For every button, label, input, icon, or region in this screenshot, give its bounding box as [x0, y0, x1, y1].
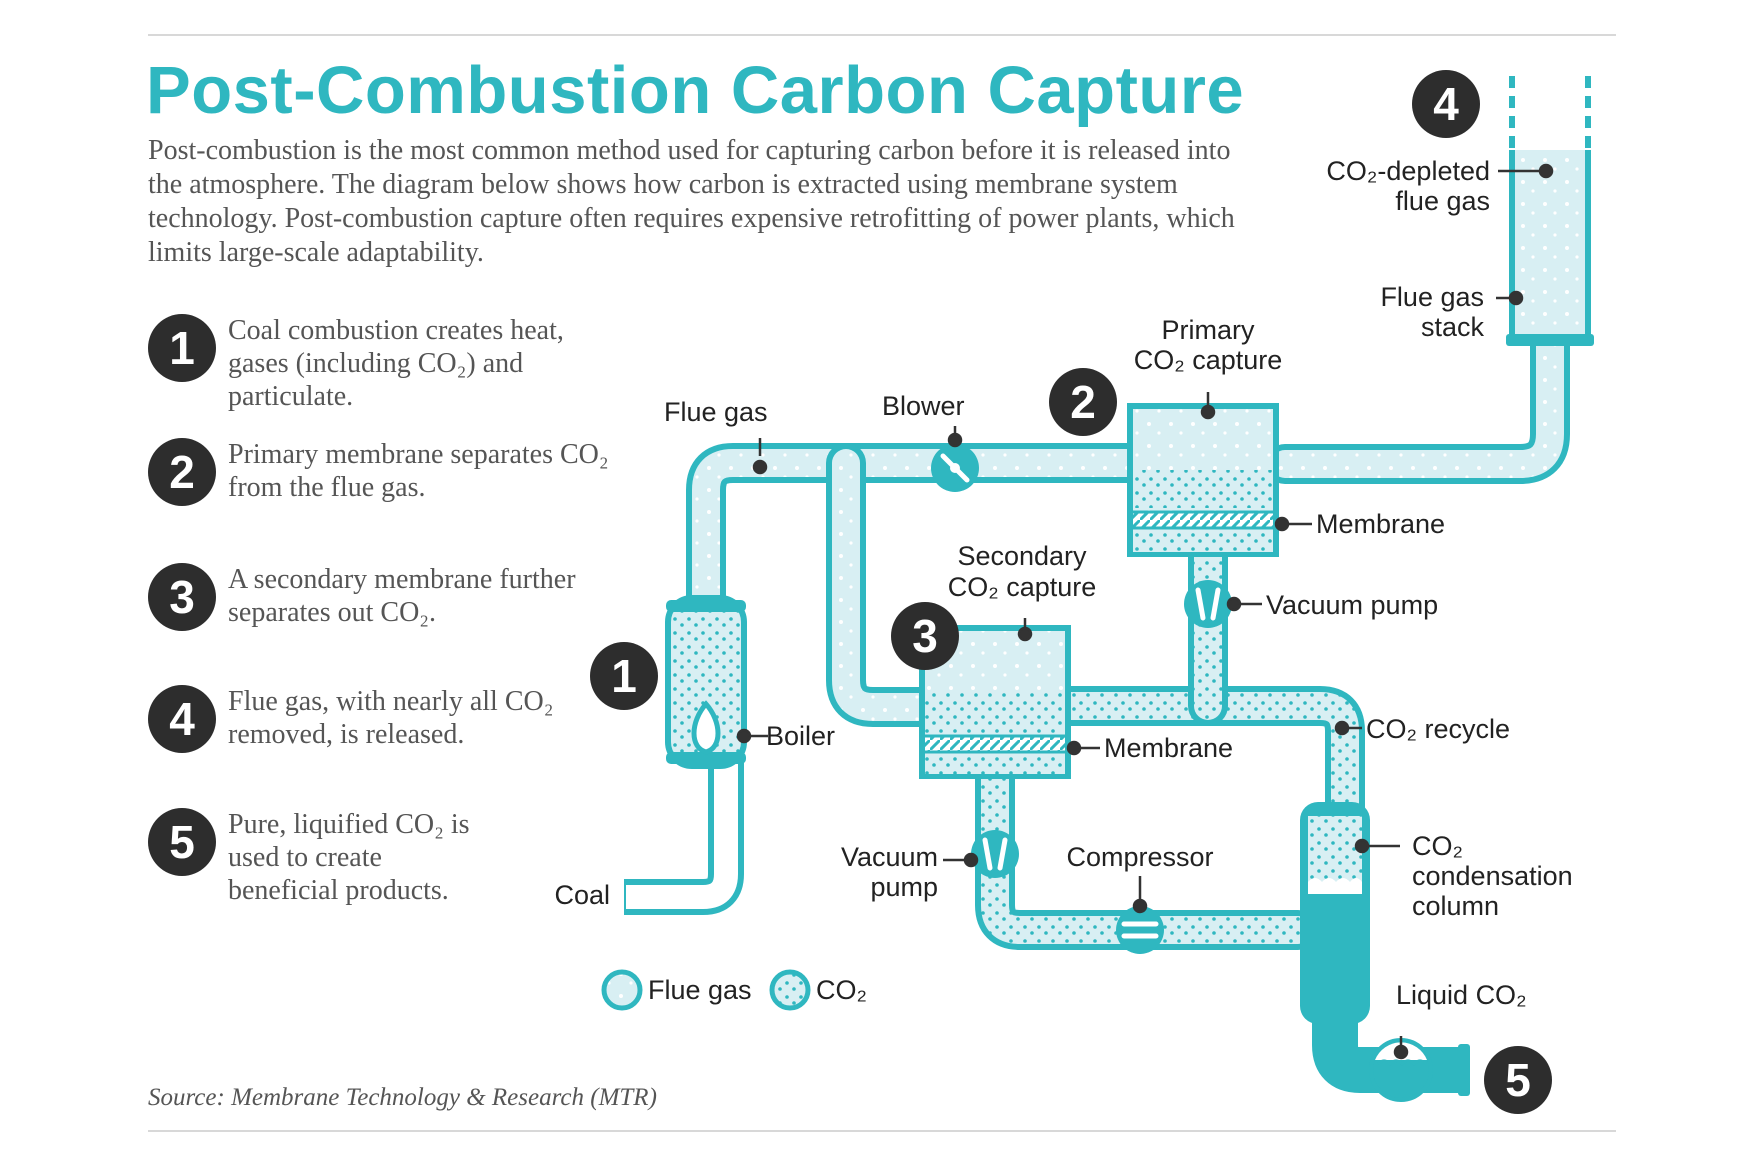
step-1-badge: 1 — [148, 314, 216, 382]
label-blower: Blower — [882, 391, 965, 421]
legend-co2-label: CO₂ — [816, 975, 867, 1005]
legend-co2-icon — [769, 969, 811, 1011]
step-2: 2 Primary membrane separates CO₂ from th… — [148, 438, 708, 518]
label-boiler: Boiler — [766, 721, 835, 751]
label-primary-capture-1: Primary — [1162, 315, 1255, 345]
secondary-membrane — [925, 736, 1065, 752]
compressor-icon — [1116, 906, 1164, 954]
step-4: 4 Flue gas, with nearly all CO₂ removed,… — [148, 685, 708, 765]
badge-4: 4 — [1412, 70, 1480, 138]
step-3-badge: 3 — [148, 563, 216, 631]
diagram-badges: 1 2 3 4 5 — [590, 70, 1552, 1114]
label-depleted-2: flue gas — [1395, 186, 1490, 216]
step-3-text: A secondary membrane further separates o… — [228, 564, 576, 628]
liquid-outlet-pipe — [1312, 1010, 1462, 1093]
legend-flue-gas-icon — [601, 969, 643, 1011]
label-co2-condensation-2: condensation — [1412, 861, 1573, 891]
primary-membrane — [1133, 512, 1273, 528]
legend: Flue gas CO₂ — [601, 969, 867, 1011]
condensation-column — [1300, 802, 1370, 1024]
step-4-text: Flue gas, with nearly all CO₂ removed, i… — [228, 686, 554, 750]
legend-flue-gas-label: Flue gas — [648, 975, 752, 1005]
badge-3: 3 — [891, 602, 959, 670]
stack — [1506, 76, 1594, 346]
step-2-text: Primary membrane separates CO₂ from the … — [228, 439, 609, 503]
coal-pipe — [624, 760, 744, 915]
step-3: 3 A secondary membrane further separates… — [148, 563, 708, 643]
primary-capture-unit — [1127, 403, 1279, 557]
label-co2-recycle: CO₂ recycle — [1366, 714, 1510, 744]
step-1-text: Coal combustion creates heat, gases (inc… — [228, 315, 564, 412]
blower-icon — [931, 444, 979, 492]
pipes — [624, 320, 1570, 1093]
label-stack-1: Flue gas — [1380, 282, 1484, 312]
svg-text:1: 1 — [611, 650, 637, 702]
diagram-labels: Flue gas Blower Primary CO₂ capture Memb… — [554, 156, 1572, 1010]
svg-text:2: 2 — [1070, 376, 1096, 428]
step-5: 5 Pure, liquified CO₂ is used to create … — [148, 808, 708, 906]
badge-2: 2 — [1049, 368, 1117, 436]
badge-1: 1 — [590, 642, 658, 710]
label-primary-capture-2: CO₂ capture — [1134, 345, 1283, 375]
label-secondary-capture-2: CO₂ capture — [948, 572, 1097, 602]
svg-text:4: 4 — [1433, 78, 1459, 130]
label-co2-condensation-3: column — [1412, 891, 1499, 921]
primary-vacuum-pump-icon — [1184, 580, 1232, 628]
source-note: Source: Membrane Technology & Research (… — [148, 1084, 657, 1111]
flame-icon — [691, 700, 721, 755]
svg-text:3: 3 — [912, 610, 938, 662]
bottom-rule — [148, 1130, 1616, 1132]
stack-pipe — [1265, 320, 1570, 484]
label-compressor: Compressor — [1066, 842, 1213, 872]
label-membrane-primary: Membrane — [1316, 509, 1445, 539]
secondary-capture-unit — [919, 625, 1071, 779]
step-5-text: Pure, liquified CO₂ is used to create be… — [228, 809, 470, 906]
label-liquid-co2: Liquid CO₂ — [1396, 980, 1527, 1010]
label-depleted-1: CO₂-depleted — [1326, 156, 1490, 186]
top-rule — [148, 34, 1616, 36]
compressor-pipe — [975, 756, 1318, 950]
bypass-pipe — [826, 443, 945, 727]
step-1: 1 Coal combustion creates heat, gases (i… — [148, 314, 708, 412]
label-stack-2: stack — [1421, 312, 1485, 342]
label-coal: Coal — [554, 880, 610, 910]
secondary-vacuum-pump-icon — [971, 830, 1019, 878]
label-membrane-secondary: Membrane — [1104, 733, 1233, 763]
label-vacuum-pump-secondary-1: Vacuum — [841, 842, 938, 872]
step-4-badge: 4 — [148, 685, 216, 753]
label-co2-condensation-1: CO₂ — [1412, 831, 1463, 861]
page-title: Post-Combustion Carbon Capture — [146, 53, 1245, 128]
leader-lines — [736, 163, 1554, 1060]
label-flue-gas: Flue gas — [664, 397, 768, 427]
step-5-badge: 5 — [148, 808, 216, 876]
svg-text:5: 5 — [1505, 1054, 1531, 1106]
boiler — [665, 595, 747, 769]
intro-paragraph: Post-combustion is the most common metho… — [148, 135, 1235, 268]
label-vacuum-pump-primary: Vacuum pump — [1266, 590, 1438, 620]
flue-gas-main-pipe — [686, 443, 1150, 626]
label-vacuum-pump-secondary-2: pump — [870, 872, 938, 902]
step-2-badge: 2 — [148, 438, 216, 506]
badge-5: 5 — [1484, 1046, 1552, 1114]
label-secondary-capture-1: Secondary — [957, 541, 1087, 571]
